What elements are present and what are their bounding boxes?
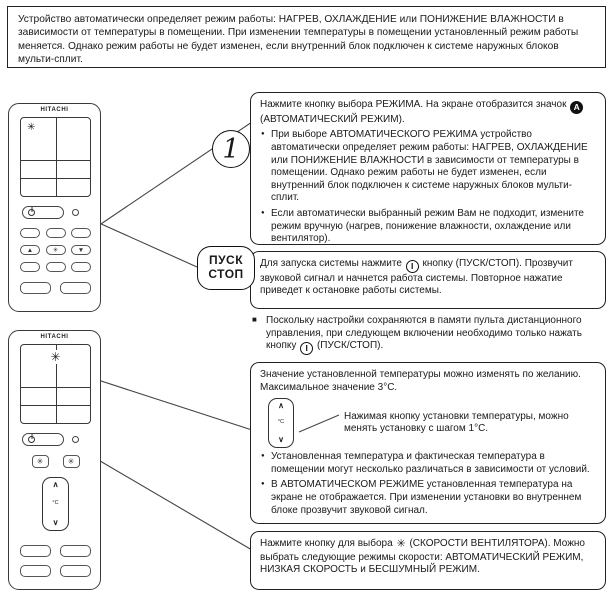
remote-control-bottom: HITACHI ✳ ✳ ✳ ∧ °C ∨ bbox=[8, 330, 101, 590]
intro-note-box: Устройство автоматически определяет режи… bbox=[7, 6, 606, 68]
power-button bbox=[22, 206, 64, 219]
bullet-item: Если автоматически выбранный режим Вам н… bbox=[260, 207, 596, 245]
fan-icon: ✳ bbox=[49, 350, 62, 364]
stop-label: СТОП bbox=[208, 267, 244, 281]
temp-up-icon: ∧ bbox=[278, 401, 284, 411]
mode-lead-text: Нажмите кнопку выбора РЕЖИМА. На экране … bbox=[260, 99, 596, 126]
start-stop-badge: ПУСК СТОП bbox=[197, 246, 255, 290]
fan-speed-instruction-box: Нажмите кнопку для выбора ✳ (СКОРОСТИ ВЕ… bbox=[250, 531, 606, 590]
step-number-circle: 1 bbox=[212, 130, 250, 168]
bullet-item: Установленная температура и фактическая … bbox=[260, 451, 596, 476]
fan-speed-button: ✳ bbox=[45, 245, 66, 255]
memory-note-after: (ПУСК/СТОП). bbox=[316, 340, 384, 352]
memory-note-text: Поскольку настройки сохраняются в памяти… bbox=[266, 315, 606, 356]
fan-text-before: Нажмите кнопку для выбора bbox=[260, 538, 393, 549]
remote-display: ✳ bbox=[20, 117, 91, 197]
brand-logo: HITACHI bbox=[40, 107, 69, 113]
auto-mode-icon: A bbox=[570, 100, 584, 114]
temperature-rocker-button: ∧ °C ∨ bbox=[42, 477, 69, 531]
temp-unit-label: °C bbox=[277, 419, 285, 426]
button-row bbox=[20, 282, 91, 294]
remote-button bbox=[20, 262, 40, 272]
button-row: ▲ ✳ ▼ bbox=[20, 245, 91, 255]
remote-button bbox=[20, 565, 51, 577]
temp-down-icon: ∨ bbox=[52, 518, 59, 527]
memory-note-before: Поскольку настройки сохраняются в памяти… bbox=[266, 315, 582, 352]
start-label: ПУСК bbox=[208, 253, 244, 268]
power-icon: I bbox=[300, 342, 314, 356]
bullet-text: Если автоматически выбранный режим Вам н… bbox=[271, 207, 584, 245]
power-icon bbox=[28, 209, 35, 216]
small-round-button bbox=[72, 436, 79, 443]
bullet-item: В АВТОМАТИЧЕСКОМ РЕЖИМЕ установленная те… bbox=[260, 479, 596, 517]
fan-speed-button: ✳ bbox=[31, 455, 49, 468]
remote-button bbox=[60, 565, 91, 577]
remote-button bbox=[45, 228, 66, 238]
start-stop-instruction-box: Для запуска системы нажмите I кнопку (ПУ… bbox=[250, 251, 606, 309]
remote-control-top: HITACHI ✳ ▲ ✳ ▼ bbox=[8, 103, 101, 312]
remote-display: ✳ bbox=[20, 344, 91, 424]
start-stop-text: Для запуска системы нажмите I кнопку (ПУ… bbox=[260, 258, 596, 298]
brand-logo: HITACHI bbox=[40, 334, 69, 340]
fan-text-after: (СКОРОСТИ ВЕНТИЛЯТОРА). Можно выбрать сл… bbox=[260, 538, 585, 576]
remote-button bbox=[20, 282, 51, 294]
fan-speed-text: Нажмите кнопку для выбора ✳ (СКОРОСТИ ВЕ… bbox=[260, 538, 596, 577]
remote-button bbox=[45, 262, 66, 272]
temp-intro-text: Значение установленной температуры можно… bbox=[260, 369, 581, 393]
remote-button bbox=[60, 545, 91, 557]
mode-instruction-box: Нажмите кнопку выбора РЕЖИМА. На экране … bbox=[250, 92, 606, 245]
bullet-text: Установленная температура и фактическая … bbox=[271, 451, 590, 475]
up-button: ▲ bbox=[20, 245, 40, 255]
temp-up-icon: ∧ bbox=[52, 480, 59, 489]
temp-down-icon: ∨ bbox=[278, 435, 284, 445]
remote-button bbox=[71, 228, 91, 238]
fan-icon: ✳ bbox=[396, 538, 406, 550]
temp-unit-label: °C bbox=[52, 500, 59, 507]
down-button: ▼ bbox=[71, 245, 91, 255]
button-row bbox=[20, 565, 91, 577]
step-number: 1 bbox=[222, 133, 240, 165]
button-row bbox=[20, 262, 91, 272]
bullet-text: В АВТОМАТИЧЕСКОМ РЕЖИМЕ установленная те… bbox=[271, 479, 582, 516]
fan-mode-button: ✳ bbox=[62, 455, 80, 468]
power-icon bbox=[28, 436, 35, 443]
remote-button bbox=[71, 262, 91, 272]
remote-button bbox=[20, 228, 40, 238]
pointer-line bbox=[298, 414, 340, 433]
temperature-instruction-box: Значение установленной температуры можно… bbox=[250, 362, 606, 524]
temp-caption-text: Нажимая кнопку установки температуры, мо… bbox=[344, 410, 569, 435]
temperature-rocker-button: ∧ °C ∨ bbox=[268, 398, 294, 449]
mode-lead-after: (АВТОМАТИЧЕСКИЙ РЕЖИМ). bbox=[260, 113, 405, 125]
power-icon: I bbox=[405, 259, 419, 273]
fan-button-row: ✳ ✳ bbox=[20, 455, 91, 468]
bullet-item: При выборе АВТОМАТИЧЕСКОГО РЕЖИМА устрой… bbox=[260, 129, 596, 205]
small-round-button bbox=[72, 209, 79, 216]
start-text-after: кнопку (ПУСК/СТОП). Прозвучит звуковой с… bbox=[260, 258, 573, 297]
mode-lead-before: Нажмите кнопку выбора РЕЖИМА. На экране … bbox=[260, 99, 567, 110]
memory-note: Поскольку настройки сохраняются в памяти… bbox=[252, 315, 606, 356]
intro-text: Устройство автоматически определяет режи… bbox=[18, 14, 579, 66]
bullet-text: При выборе АВТОМАТИЧЕСКОГО РЕЖИМА устрой… bbox=[271, 129, 588, 204]
button-row bbox=[20, 228, 91, 238]
temp-button-figure: ∧ °C ∨ Нажимая кнопку установки температ… bbox=[268, 398, 596, 449]
power-button bbox=[22, 433, 64, 446]
remote-button bbox=[60, 282, 91, 294]
remote-button bbox=[20, 545, 51, 557]
button-row bbox=[20, 545, 91, 557]
fan-icon: ✳ bbox=[26, 122, 37, 133]
start-text-before: Для запуска системы нажмите bbox=[260, 258, 402, 269]
